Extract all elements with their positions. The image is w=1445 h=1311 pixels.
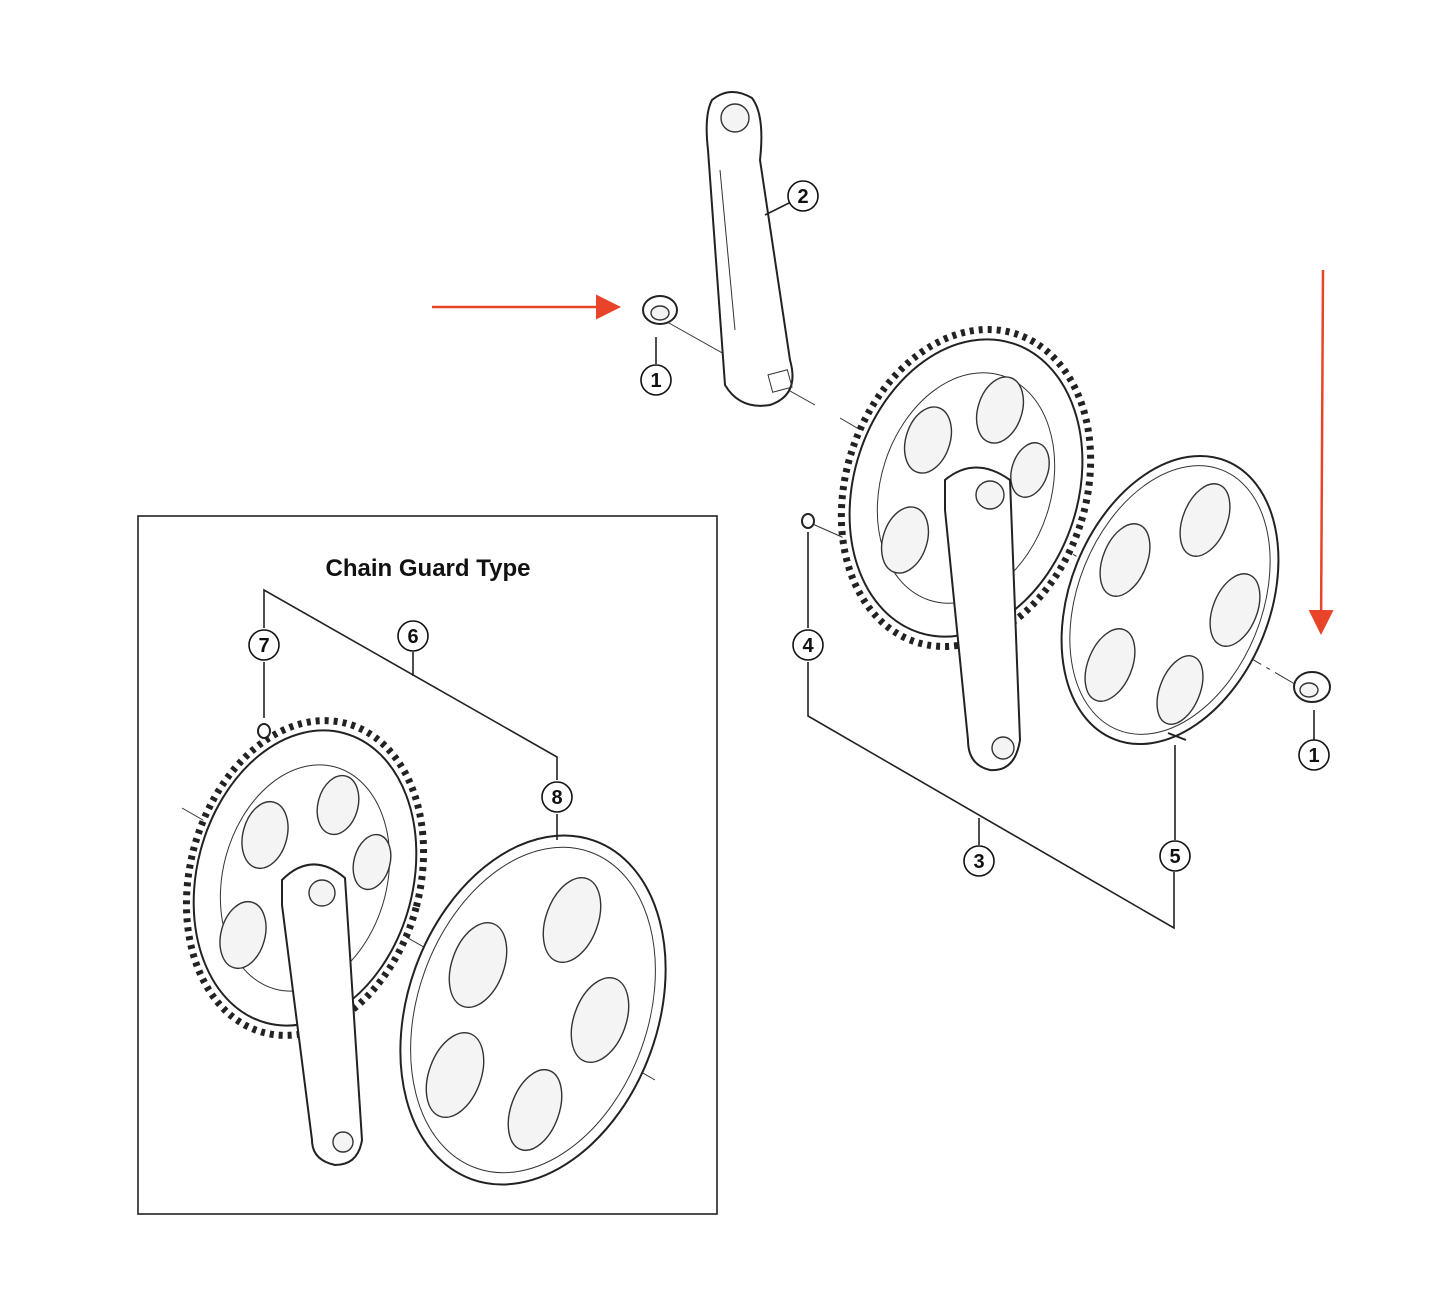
chain-guard [1060, 454, 1280, 746]
callout-8: 8 [541, 781, 573, 813]
bracket-line [263, 588, 558, 780]
svg-text:5: 5 [1169, 846, 1180, 868]
callout-6: 6 [397, 620, 429, 652]
callout-4: 4 [792, 629, 824, 661]
callout-1-left: 1 [640, 364, 672, 396]
left-crank-arm [705, 91, 794, 407]
inset-crank-arm [281, 863, 364, 1167]
inset-chainring-bolt [257, 723, 271, 739]
crank-nut-right [1293, 671, 1331, 703]
svg-text:7: 7 [258, 635, 269, 657]
callout-1-right: 1 [1298, 739, 1330, 771]
svg-text:1: 1 [650, 370, 661, 392]
chainring [837, 326, 1095, 650]
chainring-bolt [801, 513, 815, 529]
callout-2: 2 [787, 180, 819, 212]
callout-3: 3 [963, 845, 995, 877]
chain-guard-type-inset [137, 515, 718, 1215]
leader-line [764, 202, 790, 216]
callout-7: 7 [248, 629, 280, 661]
callout-5: 5 [1159, 840, 1191, 872]
bracket-line [807, 662, 1175, 930]
svg-text:4: 4 [802, 635, 814, 657]
chain-guard-pin [1167, 732, 1187, 741]
svg-text:8: 8 [551, 787, 562, 809]
svg-text:2: 2 [797, 186, 808, 208]
crank-nut-left [642, 295, 678, 325]
svg-text:1: 1 [1308, 745, 1319, 767]
svg-text:6: 6 [407, 626, 418, 648]
right-crank-arm [944, 466, 1022, 772]
inset-chain-guard [399, 834, 667, 1186]
inset-title: Chain Guard Type [326, 555, 531, 582]
svg-text:3: 3 [973, 851, 984, 873]
red-arrow-right [1308, 269, 1334, 635]
